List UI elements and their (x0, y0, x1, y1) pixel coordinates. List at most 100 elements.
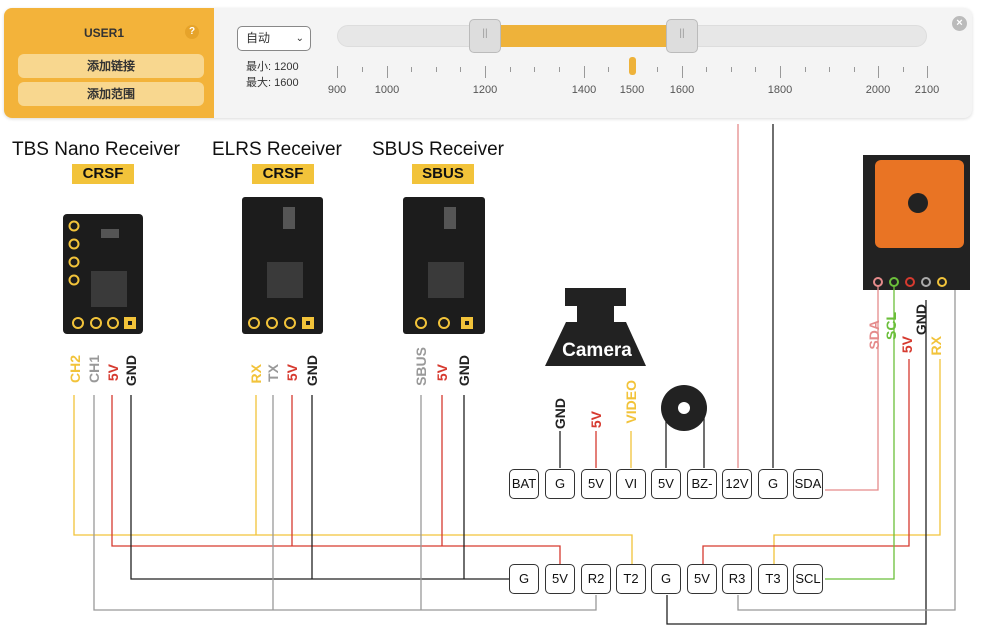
fc-pad: BAT (509, 469, 539, 499)
wires (73, 124, 956, 625)
sbus-board (403, 197, 485, 334)
tick-minor (829, 67, 830, 72)
protocol-badge: CRSF (72, 164, 134, 184)
gps-module (863, 155, 970, 290)
camera-icon (545, 288, 646, 366)
fc-pad: 5V (687, 564, 717, 594)
tick-minor (706, 67, 707, 72)
tick-major (387, 66, 388, 78)
tick-label: 1500 (619, 84, 645, 96)
tick-major (485, 66, 486, 78)
pin-label: GND (913, 304, 929, 336)
fc-pad: VI (616, 469, 646, 499)
range-min-handle[interactable] (469, 19, 501, 53)
pin-label: RX (928, 336, 944, 356)
tick-minor (755, 67, 756, 72)
tick-minor (510, 67, 511, 72)
tick-label: 1600 (669, 84, 695, 96)
elrs-board (242, 197, 323, 334)
tick-minor (460, 67, 461, 72)
pin-label: 5V (588, 411, 604, 429)
pin-label: GND (304, 355, 320, 387)
tick-minor (411, 67, 412, 72)
tick-major (584, 66, 585, 78)
pin-label: 5V (434, 364, 450, 382)
tick-label: 2000 (865, 84, 891, 96)
fc-pad: G (545, 469, 575, 499)
pin-label: SCL (883, 312, 899, 340)
fc-pad: G (651, 564, 681, 594)
fc-pad: T2 (616, 564, 646, 594)
pin-label: SDA (866, 320, 882, 350)
add-link-button[interactable]: 添加链接 (18, 54, 204, 78)
tick-label: 2100 (914, 84, 940, 96)
fc-pad: 12V (722, 469, 752, 499)
pin-label: GND (456, 355, 472, 387)
tick-major (878, 66, 879, 78)
fc-pad: G (758, 469, 788, 499)
mode-select-value: 自动 (246, 31, 271, 45)
pin-label: 5V (105, 364, 121, 382)
tick-minor (436, 67, 437, 72)
tick-label: 1800 (767, 84, 793, 96)
fc-pad: SCL (793, 564, 823, 594)
pin-label: CH2 (67, 355, 83, 384)
tick-minor (731, 67, 732, 72)
help-icon[interactable]: ? (185, 25, 199, 39)
camera-label: Camera (562, 340, 632, 361)
tick-label: 1400 (571, 84, 597, 96)
fc-pad: SDA (793, 469, 823, 499)
pin-label: GND (123, 355, 139, 387)
fc-pad: 5V (545, 564, 575, 594)
max-label: 最大: 1600 (246, 77, 299, 89)
pin-label: CH1 (86, 355, 102, 384)
receiver-name: TBS Nano Receiver (12, 139, 180, 160)
buzzer-icon (661, 385, 707, 431)
pin-label: VIDEO (623, 380, 639, 424)
fc-pad: 5V (651, 469, 681, 499)
add-range-button[interactable]: 添加范围 (18, 82, 204, 106)
chevron-down-icon: ⌄ (295, 33, 304, 44)
min-label: 最小: 1200 (246, 61, 299, 73)
fc-pad: R2 (581, 564, 611, 594)
tick-minor (805, 67, 806, 72)
tick-major (682, 66, 683, 78)
tick-label: 1000 (374, 84, 400, 96)
tick-minor (559, 67, 560, 72)
tick-minor (608, 67, 609, 72)
tick-label: 900 (327, 84, 347, 96)
fc-pad: BZ- (687, 469, 717, 499)
tbs-nano-board (63, 214, 143, 334)
receiver-name: SBUS Receiver (372, 139, 504, 160)
tick-minor (362, 67, 363, 72)
pin-label: 5V (284, 364, 300, 382)
tick-minor (854, 67, 855, 72)
range-slider-fill (500, 25, 668, 47)
range-max-handle[interactable] (666, 19, 698, 53)
protocol-badge: CRSF (252, 164, 314, 184)
pin-label: RX (248, 364, 264, 384)
user-box: USER1 ? 添加链接 添加范围 (4, 8, 214, 118)
tick-label: 1200 (472, 84, 498, 96)
tick-major (780, 66, 781, 78)
user-title: USER1 (83, 26, 124, 40)
pin-label: GND (552, 398, 568, 430)
pin-label: 5V (899, 336, 915, 354)
protocol-badge: SBUS (412, 164, 474, 184)
fc-pad: T3 (758, 564, 788, 594)
pin-label: TX (265, 364, 281, 382)
current-value-marker (629, 57, 636, 75)
close-icon[interactable]: × (952, 16, 967, 31)
fc-pad: R3 (722, 564, 752, 594)
tick-minor (534, 67, 535, 72)
tick-major (337, 66, 338, 78)
tick-minor (657, 67, 658, 72)
tick-minor (903, 67, 904, 72)
fc-pad: 5V (581, 469, 611, 499)
pin-label: SBUS (413, 347, 429, 386)
mode-select[interactable]: 自动 ⌄ (237, 26, 311, 51)
fc-pad: G (509, 564, 539, 594)
receiver-name: ELRS Receiver (212, 139, 342, 160)
tick-major (927, 66, 928, 78)
